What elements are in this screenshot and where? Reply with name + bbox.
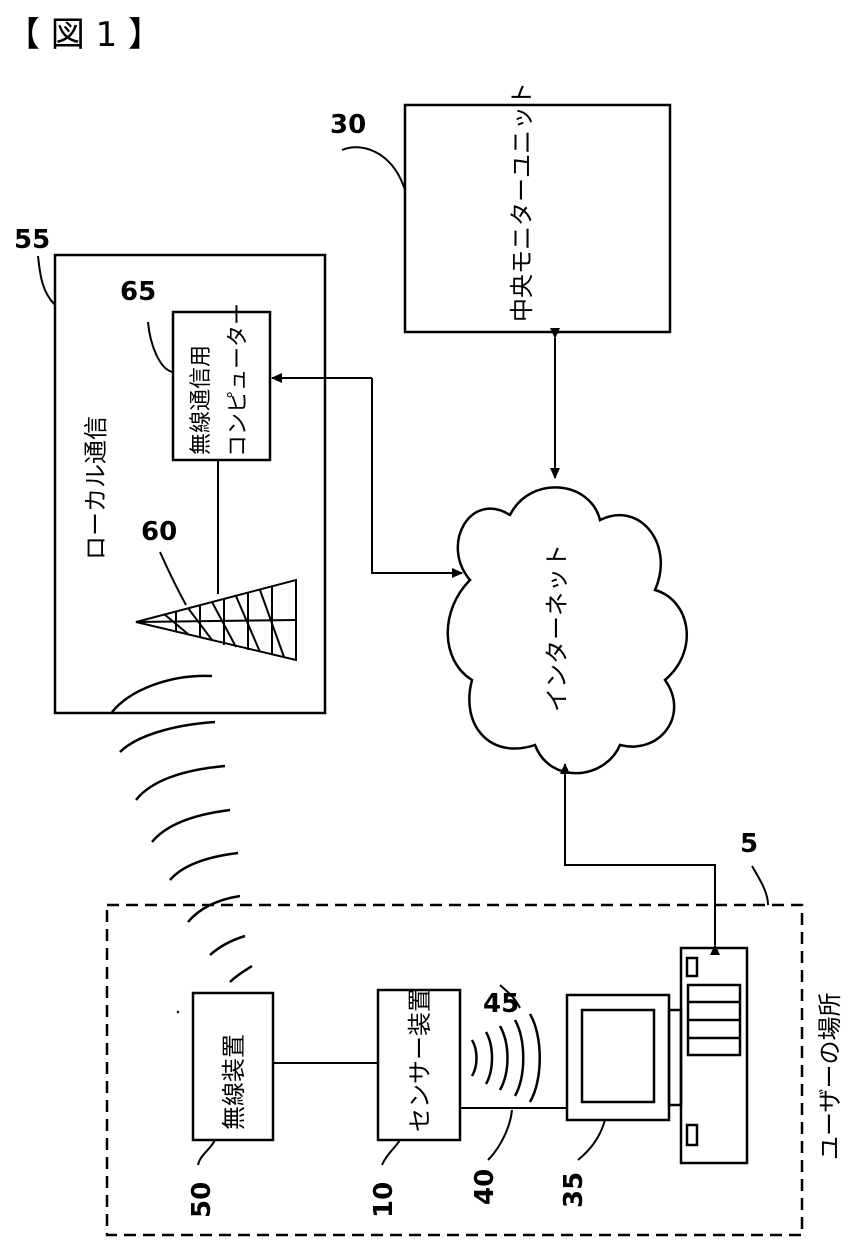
leader-30 xyxy=(342,147,405,190)
leader-50 xyxy=(198,1140,215,1165)
ref-10: 10 xyxy=(369,1182,399,1218)
wireless-computer-label-line2: コンピューター xyxy=(226,303,251,457)
figure-title: 【 図 1 】 xyxy=(6,15,162,55)
ref-65: 65 xyxy=(120,277,156,307)
short-range-waves-icon xyxy=(472,1014,540,1102)
internet-pc-link xyxy=(565,764,715,945)
ref-45: 45 xyxy=(483,989,519,1019)
central-monitor-unit-box xyxy=(405,105,670,332)
ref-55: 55 xyxy=(14,225,50,255)
leader-5 xyxy=(752,866,768,905)
ref-50: 50 xyxy=(187,1182,217,1218)
radio-waves-icon xyxy=(112,676,252,982)
local-communication-label: ローカル通信 xyxy=(82,416,110,560)
sensor-device-label: センサー装置 xyxy=(406,988,434,1132)
leader-35 xyxy=(578,1120,605,1160)
internet-computer-link-down xyxy=(372,378,462,573)
wireless-computer-label-line1: 無線通信用 xyxy=(189,345,214,455)
leader-40 xyxy=(488,1110,512,1160)
antenna-tower-icon xyxy=(136,580,296,660)
ref-40: 40 xyxy=(470,1169,500,1205)
computer-monitor-icon xyxy=(567,995,681,1120)
central-monitor-unit-label: 中央モニターユニット xyxy=(508,82,536,322)
ref-35: 35 xyxy=(559,1172,589,1208)
leader-60 xyxy=(160,552,186,605)
wireless-device-label: 無線装置 xyxy=(220,1034,248,1130)
ref-60: 60 xyxy=(141,517,177,547)
stray-mark xyxy=(177,1011,179,1013)
ref-5: 5 xyxy=(740,829,758,859)
computer-tower-icon xyxy=(681,948,747,1163)
leader-55 xyxy=(38,256,55,305)
internet-label: インターネット xyxy=(543,544,571,712)
ref-30: 30 xyxy=(330,110,366,140)
leader-10 xyxy=(382,1140,400,1165)
wireless-computer-box xyxy=(173,312,270,460)
user-location-label: ユーザーの場所 xyxy=(816,992,844,1160)
leader-65 xyxy=(148,322,173,372)
